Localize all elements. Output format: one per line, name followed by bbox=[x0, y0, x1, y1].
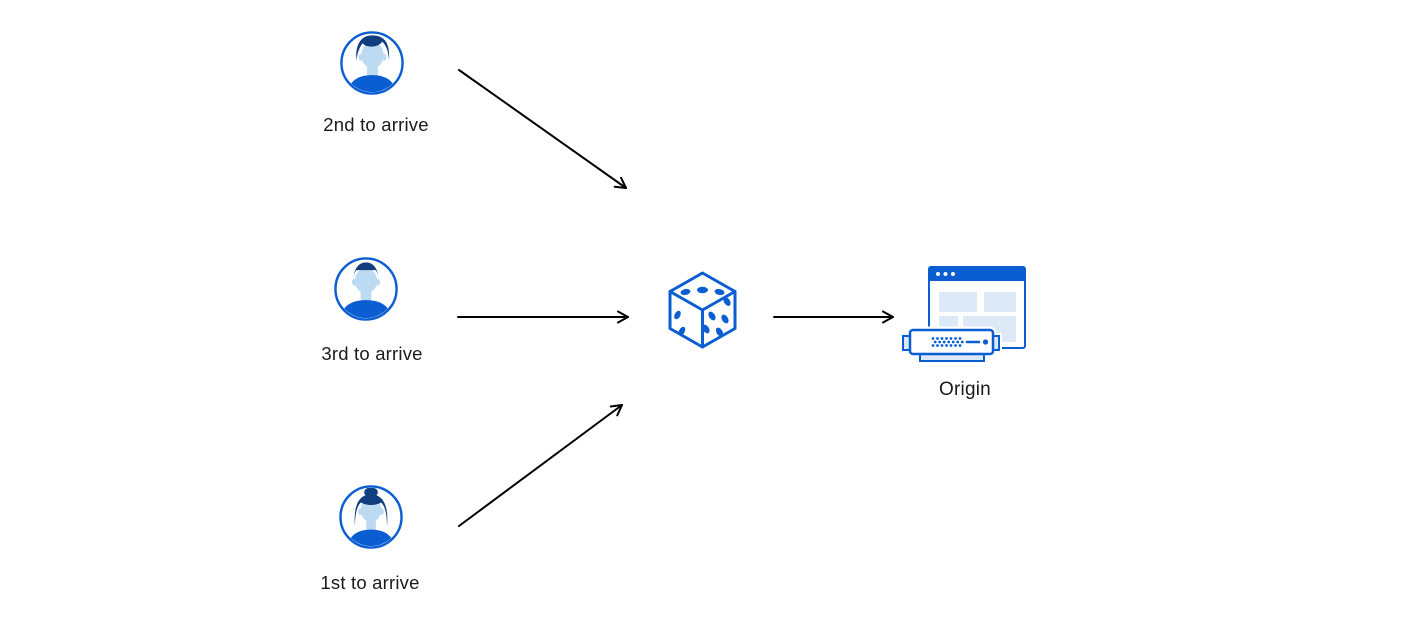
avatar-neck bbox=[360, 289, 372, 302]
dice-icon bbox=[668, 271, 737, 349]
avatar-neck bbox=[366, 518, 376, 531]
avatar-face bbox=[361, 42, 384, 69]
node-visitor-1st bbox=[339, 485, 403, 549]
avatar-neck bbox=[367, 63, 378, 77]
node-visitor-2nd bbox=[340, 31, 404, 95]
label-visitor-1st: 1st to arrive bbox=[320, 572, 420, 593]
origin-server-icon bbox=[900, 266, 1026, 364]
arrow-visitor2nd-to-dice bbox=[458, 69, 627, 189]
arrow-visitor1st-to-dice bbox=[458, 404, 623, 527]
server-vent-dots bbox=[931, 337, 964, 347]
node-visitor-3rd bbox=[334, 257, 398, 321]
avatar-hair bbox=[354, 494, 388, 527]
label-origin: Origin bbox=[939, 379, 991, 400]
male-avatar-flat-hair-icon bbox=[334, 257, 398, 321]
node-origin bbox=[898, 262, 1030, 364]
server-icon bbox=[900, 326, 1002, 364]
avatar-hair bbox=[356, 35, 390, 62]
male-avatar-swept-hair-icon bbox=[340, 31, 404, 95]
avatar-hair bbox=[352, 262, 380, 286]
avatar-face bbox=[354, 268, 378, 294]
female-avatar-bun-icon bbox=[339, 485, 403, 549]
node-randomizer bbox=[666, 270, 739, 352]
label-visitor-3rd: 3rd to arrive bbox=[321, 343, 423, 364]
server-led-dot bbox=[982, 339, 989, 345]
label-visitor-2nd: 2nd to arrive bbox=[323, 114, 429, 135]
